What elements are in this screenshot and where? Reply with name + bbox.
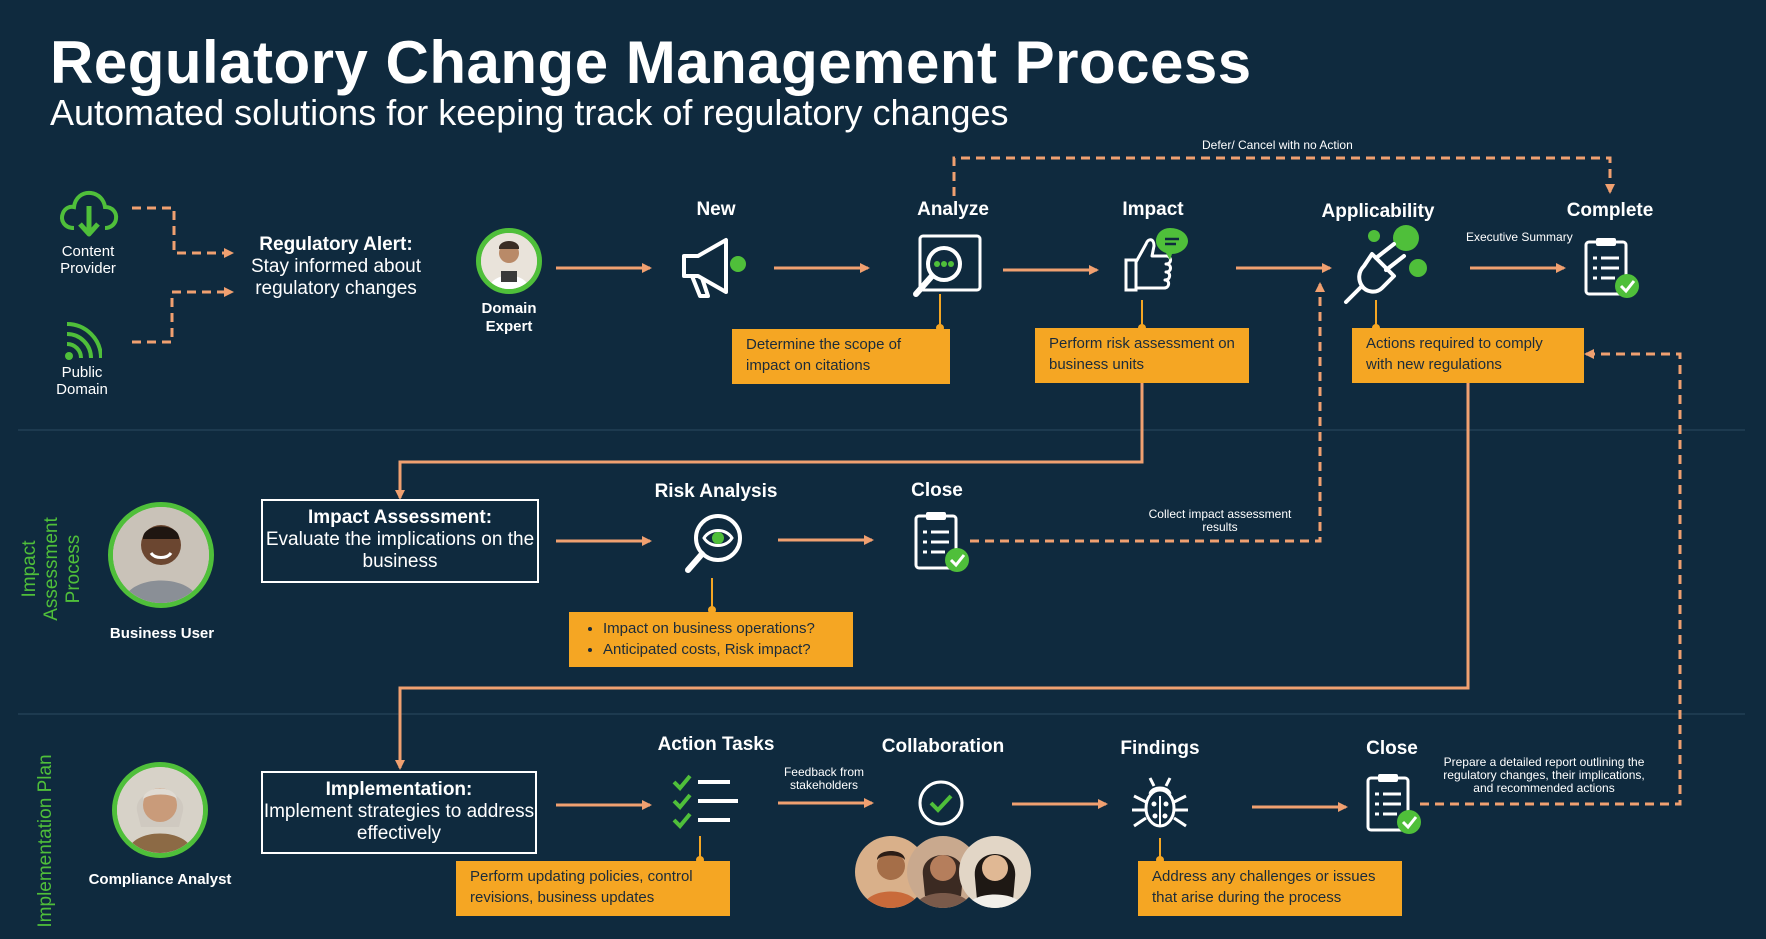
stage-new-label: New — [696, 199, 736, 220]
implementation-heading: Implementation: — [325, 779, 473, 800]
risk-items-list: Impact on business operations? Anticipat… — [583, 618, 839, 660]
connector-report-loop — [1420, 349, 1682, 806]
public-domain-label: Public Domain — [56, 364, 108, 398]
risk-item: Anticipated costs, Risk impact? — [603, 639, 839, 660]
lane-implementation-text: Implementation Plan — [35, 754, 56, 928]
note-impact: Perform risk assessment on business unit… — [1035, 328, 1249, 383]
regulatory-alert-heading: Regulatory Alert: — [259, 234, 413, 255]
lane-impact-assessment-text: Impact Assessment Process — [19, 517, 84, 621]
connector-content-provider — [132, 206, 234, 258]
page-subtitle: Automated solutions for keeping track of… — [50, 92, 1009, 133]
regulatory-alert: Regulatory Alert: Stay informed about re… — [236, 234, 436, 300]
impact-assessment-heading: Impact Assessment: — [307, 507, 493, 528]
page-title: Regulatory Change Management Process — [50, 29, 1252, 96]
note-action-tasks: Perform updating policies, control revis… — [456, 861, 730, 916]
connector-applicability-to-implementation — [395, 382, 1470, 770]
note-findings: Address any challenges or issues that ar… — [1138, 861, 1402, 916]
note-risk-analysis: Impact on business operations? Anticipat… — [569, 612, 853, 667]
person-photo — [117, 767, 203, 853]
megaphone-icon — [682, 238, 746, 298]
wifi-signal-icon — [65, 322, 102, 360]
impact-assessment-box: Impact Assessment: Evaluate the implicat… — [261, 499, 539, 583]
stage-close-1-label: Close — [911, 480, 963, 501]
risk-item: Impact on business operations? — [603, 618, 839, 639]
implementation-body: Implement strategies to address effectiv… — [263, 801, 535, 844]
content-provider-label: Content Provider — [60, 243, 116, 277]
connector-impact-to-assessment — [395, 382, 1144, 500]
impact-assessment-body: Evaluate the implications on the busines… — [265, 529, 535, 572]
eye-magnifier-icon — [685, 514, 742, 573]
person-photo — [959, 836, 1031, 908]
avatar-collaborator — [959, 836, 1031, 908]
connector-public-domain — [132, 287, 234, 344]
label-defer: Defer/ Cancel with no Action — [1202, 138, 1353, 152]
avatar-domain-expert — [476, 228, 542, 294]
person-photo — [481, 233, 537, 289]
connector-collect-results — [970, 282, 1325, 543]
role-business-user: Business User — [109, 625, 215, 642]
checklist-close-icon — [914, 512, 969, 572]
note-analyze: Determine the scope of impact on citatio… — [732, 329, 950, 384]
stage-analyze-label: Analyze — [917, 199, 989, 220]
person-photo — [113, 507, 209, 603]
avatar-business-user — [108, 502, 214, 608]
role-domain-expert: Domain Expert — [481, 300, 537, 335]
stage-impact-label: Impact — [1122, 199, 1184, 220]
label-feedback: Feedback from stakeholders — [783, 765, 865, 792]
role-compliance-analyst: Compliance Analyst — [88, 871, 232, 888]
checklist-complete-icon — [1584, 238, 1639, 298]
stage-complete-label: Complete — [1566, 200, 1654, 221]
implementation-box: Implementation: Implement strategies to … — [261, 771, 537, 854]
lane-impact-assessment: Impact Assessment Process — [19, 499, 85, 639]
label-prepare-report: Prepare a detailed report outlining the … — [1443, 755, 1645, 795]
regulatory-alert-body: Stay informed about regulatory changes — [250, 256, 422, 299]
search-analyze-icon — [913, 234, 982, 297]
plug-icon — [1344, 225, 1427, 304]
cloud-download-icon — [60, 190, 119, 237]
stage-close-2-label: Close — [1366, 738, 1418, 759]
stage-action-tasks-label: Action Tasks — [657, 734, 775, 755]
connector-defer — [952, 156, 1615, 196]
avatar-compliance-analyst — [112, 762, 208, 858]
lane-implementation: Implementation Plan — [35, 751, 57, 931]
check-circle-icon — [918, 780, 964, 826]
stage-risk-analysis-label: Risk Analysis — [654, 481, 778, 502]
note-applicability: Actions required to comply with new regu… — [1352, 328, 1584, 383]
stage-findings-label: Findings — [1120, 738, 1200, 759]
label-collect: Collect impact assessment results — [1148, 507, 1292, 534]
thumbs-up-chat-icon — [1124, 228, 1188, 292]
checklist-close-icon — [1366, 774, 1421, 834]
stage-collaboration-label: Collaboration — [881, 736, 1005, 757]
stage-applicability-label: Applicability — [1321, 201, 1435, 222]
task-list-icon — [672, 774, 738, 829]
label-executive-summary: Executive Summary — [1466, 230, 1573, 244]
bug-icon — [1132, 777, 1188, 828]
